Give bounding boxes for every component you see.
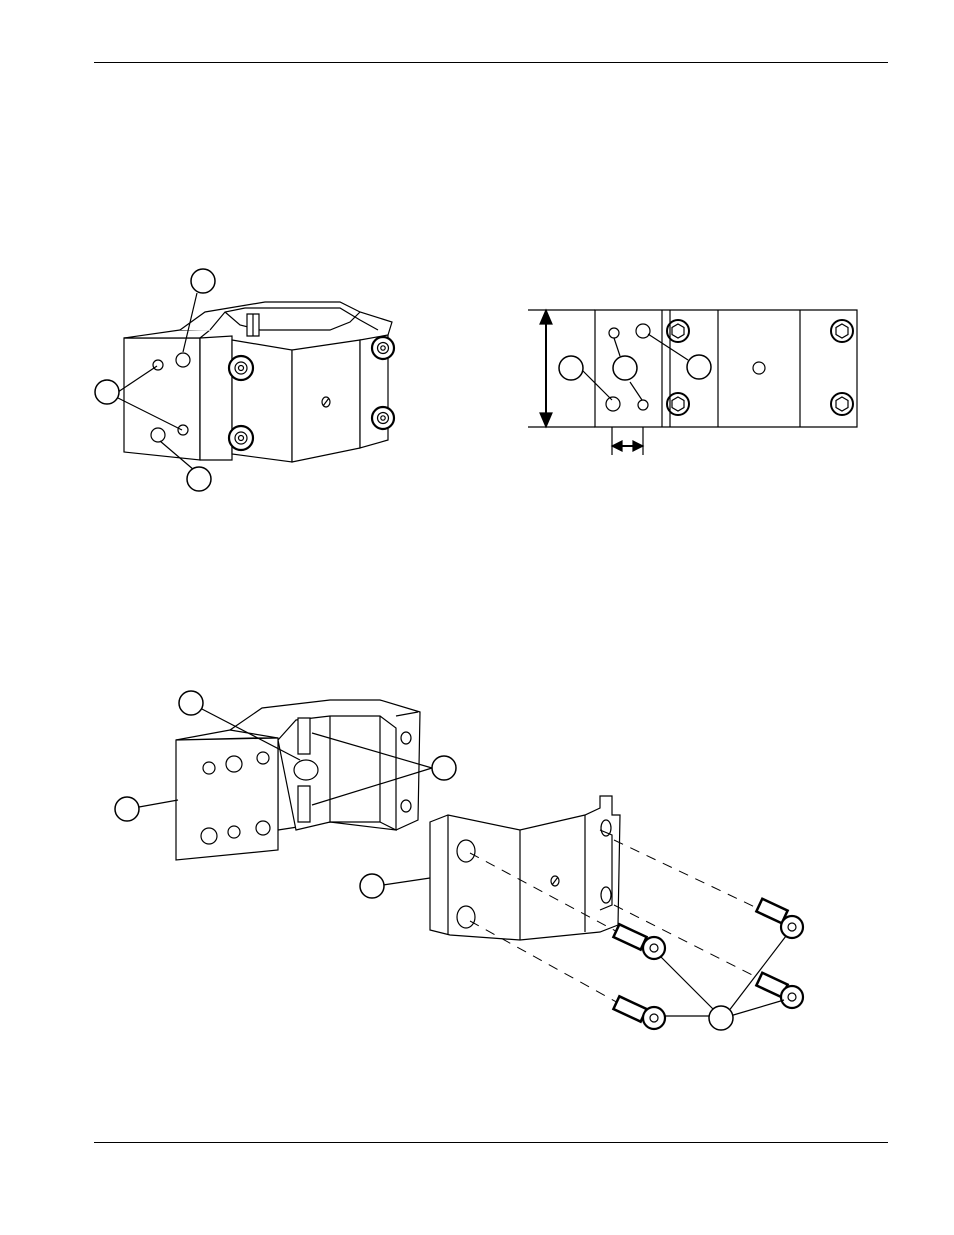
screw-icon	[372, 407, 394, 429]
hex-screw-icon	[667, 393, 689, 415]
footer-rule	[94, 1142, 888, 1143]
callout-bubble	[687, 355, 711, 379]
hex-screw-icon	[667, 320, 689, 342]
callout-bubble	[709, 1006, 733, 1030]
callout-bubble	[179, 691, 203, 715]
hex-screw-icon	[831, 320, 853, 342]
screw-icon	[756, 973, 803, 1008]
screw-icon	[613, 996, 665, 1029]
screw-icon	[229, 356, 253, 380]
screw-icon	[756, 899, 803, 938]
hex-screw-icon	[831, 393, 853, 415]
screw-icon	[613, 924, 665, 959]
header-rule	[94, 62, 888, 63]
callout-bubble	[115, 797, 139, 821]
callout-bubble	[95, 380, 119, 404]
callout-leaders	[118, 293, 197, 470]
callout-bubble	[559, 356, 583, 380]
callout-bubble	[187, 467, 211, 491]
screw-icon	[229, 426, 253, 450]
callout-bubble	[191, 269, 215, 293]
plate-holes	[151, 353, 190, 442]
exploded-clamp	[115, 691, 803, 1030]
socket-head-screws	[229, 337, 394, 450]
clamp-side-view	[528, 310, 857, 455]
callout-bubble	[613, 356, 637, 380]
screw-icon	[372, 337, 394, 359]
callout-bubbles	[95, 269, 215, 491]
callout-bubble	[432, 756, 456, 780]
callout-bubble	[360, 874, 384, 898]
